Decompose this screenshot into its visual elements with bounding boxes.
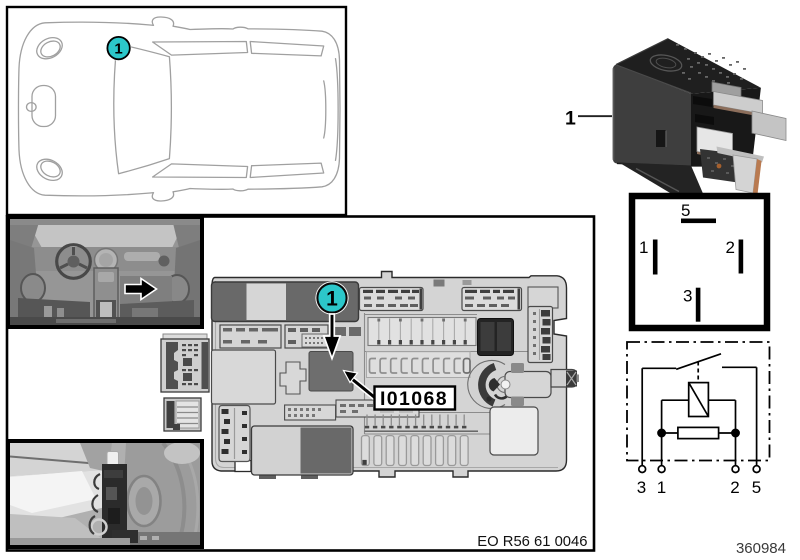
svg-text:1: 1 bbox=[657, 478, 666, 497]
svg-text:3: 3 bbox=[683, 287, 692, 306]
svg-text:1: 1 bbox=[326, 288, 338, 311]
svg-text:5: 5 bbox=[681, 201, 690, 220]
svg-text:2: 2 bbox=[726, 238, 735, 257]
svg-text:EO R56 61 0046: EO R56 61 0046 bbox=[477, 534, 587, 550]
svg-text:1: 1 bbox=[639, 238, 648, 257]
svg-text:360984: 360984 bbox=[736, 540, 786, 557]
svg-text:I01068: I01068 bbox=[380, 388, 448, 410]
svg-text:5: 5 bbox=[752, 478, 761, 497]
svg-text:1: 1 bbox=[114, 40, 122, 57]
svg-text:3: 3 bbox=[637, 478, 646, 497]
svg-text:1: 1 bbox=[565, 108, 576, 130]
svg-text:2: 2 bbox=[730, 478, 739, 497]
